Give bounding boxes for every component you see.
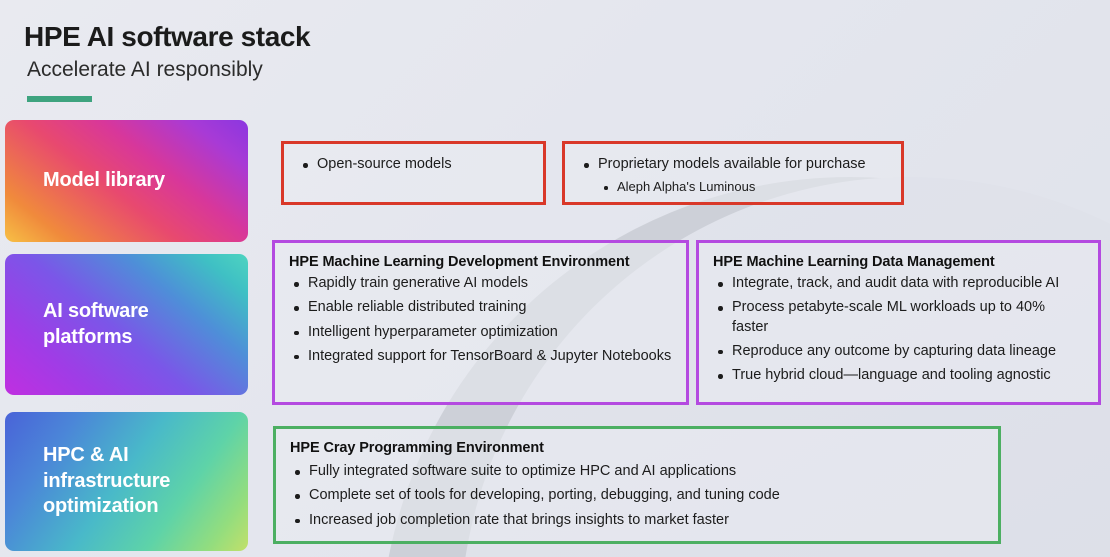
list-item: Reproduce any outcome by capturing data … <box>713 342 1084 361</box>
list-item: Increased job completion rate that bring… <box>290 511 984 530</box>
list-item: Proprietary models available for purchas… <box>579 155 887 196</box>
box-hpe-cray-programming-environment: HPE Cray Programming Environment Fully i… <box>273 426 1001 544</box>
list-item: Intelligent hyperparameter optimization <box>289 323 672 342</box>
list-item: Integrated support for TensorBoard & Jup… <box>289 347 672 366</box>
bullet-list: Proprietary models available for purchas… <box>579 155 887 196</box>
box-hpe-ml-development-environment: HPE Machine Learning Development Environ… <box>272 240 689 405</box>
list-item: Process petabyte-scale ML workloads up t… <box>713 298 1084 337</box>
list-item: Enable reliable distributed training <box>289 298 672 317</box>
box-title: HPE Machine Learning Development Environ… <box>289 254 630 270</box>
list-item: Fully integrated software suite to optim… <box>290 462 984 481</box>
list-item-text: Proprietary models available for purchas… <box>598 156 866 172</box>
bullet-list: Fully integrated software suite to optim… <box>290 462 984 530</box>
box-hpe-ml-data-management: HPE Machine Learning Data Management Int… <box>696 240 1101 405</box>
box-title: HPE Machine Learning Data Management <box>713 254 995 270</box>
page-subtitle: Accelerate AI responsibly <box>27 57 263 81</box>
sub-bullet-list: Aleph Alpha's Luminous <box>598 179 887 196</box>
list-item: Open-source models <box>298 155 529 174</box>
sub-list-item: Aleph Alpha's Luminous <box>598 179 887 196</box>
list-item: Integrate, track, and audit data with re… <box>713 274 1084 293</box>
slide-header: HPE AI software stack Accelerate AI resp… <box>24 21 311 102</box>
box-proprietary-models: Proprietary models available for purchas… <box>562 141 904 205</box>
list-item: True hybrid cloud—language and tooling a… <box>713 366 1084 385</box>
bullet-list: Integrate, track, and audit data with re… <box>713 274 1084 385</box>
page-title: HPE AI software stack <box>24 21 311 52</box>
bullet-list: Open-source models <box>298 155 529 174</box>
box-open-source-models: Open-source models <box>281 141 546 205</box>
layer-label-model-library: Model library <box>43 169 165 192</box>
list-item: Complete set of tools for developing, po… <box>290 486 984 505</box>
bullet-list: Rapidly train generative AI models Enabl… <box>289 274 672 366</box>
accent-bar <box>27 95 92 102</box>
list-item: Rapidly train generative AI models <box>289 274 672 293</box>
layer-block-model-library: Model library <box>5 120 248 242</box>
box-title: HPE Cray Programming Environment <box>290 440 544 456</box>
